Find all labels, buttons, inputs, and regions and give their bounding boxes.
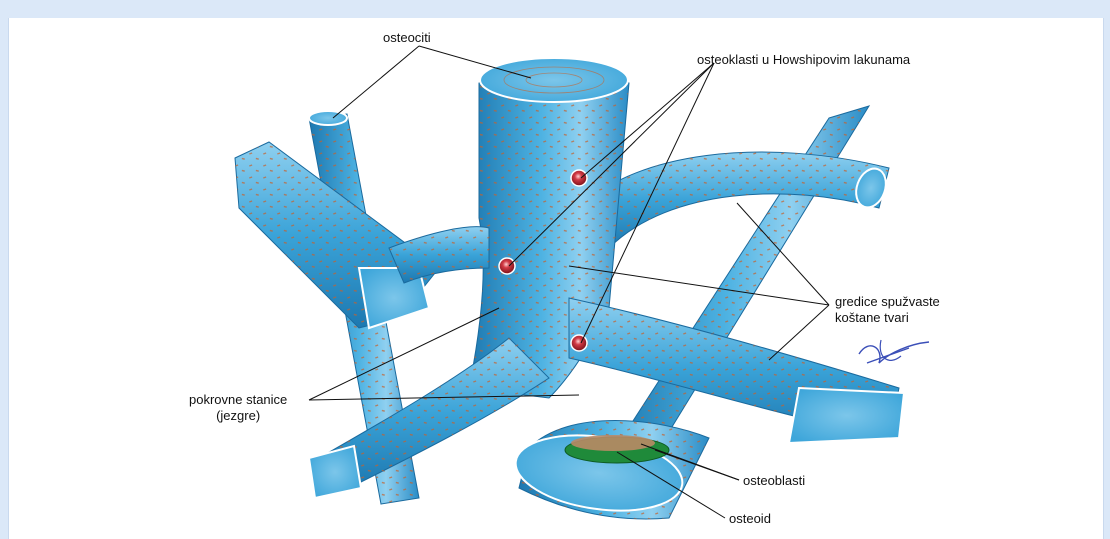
osteoclast-1 xyxy=(571,170,587,186)
label-lining-cells-line2: (jezgre) xyxy=(189,408,287,424)
osteoclast-3 xyxy=(571,335,587,351)
label-osteoid: osteoid xyxy=(729,511,771,527)
label-osteoblasts: osteoblasti xyxy=(743,473,805,489)
label-trabeculae: gredice spužvaste koštane tvari xyxy=(835,294,940,326)
osteoclast-2 xyxy=(499,258,515,274)
label-trabeculae-line1: gredice spužvaste xyxy=(835,294,940,310)
trabecula-left-branch xyxy=(389,227,489,283)
trabecula-front-log xyxy=(511,421,709,521)
trabecula-lower-left xyxy=(309,338,549,498)
label-lining-cells: pokrovne stanice (jezgre) xyxy=(189,392,287,424)
label-trabeculae-line2: koštane tvari xyxy=(835,310,940,326)
osteoblast-cluster xyxy=(571,435,655,451)
artist-signature xyxy=(859,340,929,363)
illustration-canvas: osteociti osteoklasti u Howshipovim laku… xyxy=(8,18,1104,539)
label-osteocytes: osteociti xyxy=(383,30,431,46)
trabecular-bone-illustration xyxy=(9,18,1103,539)
label-lining-cells-line1: pokrovne stanice xyxy=(189,392,287,408)
label-osteoclasts: osteoklasti u Howshipovim lakunama xyxy=(697,52,910,68)
